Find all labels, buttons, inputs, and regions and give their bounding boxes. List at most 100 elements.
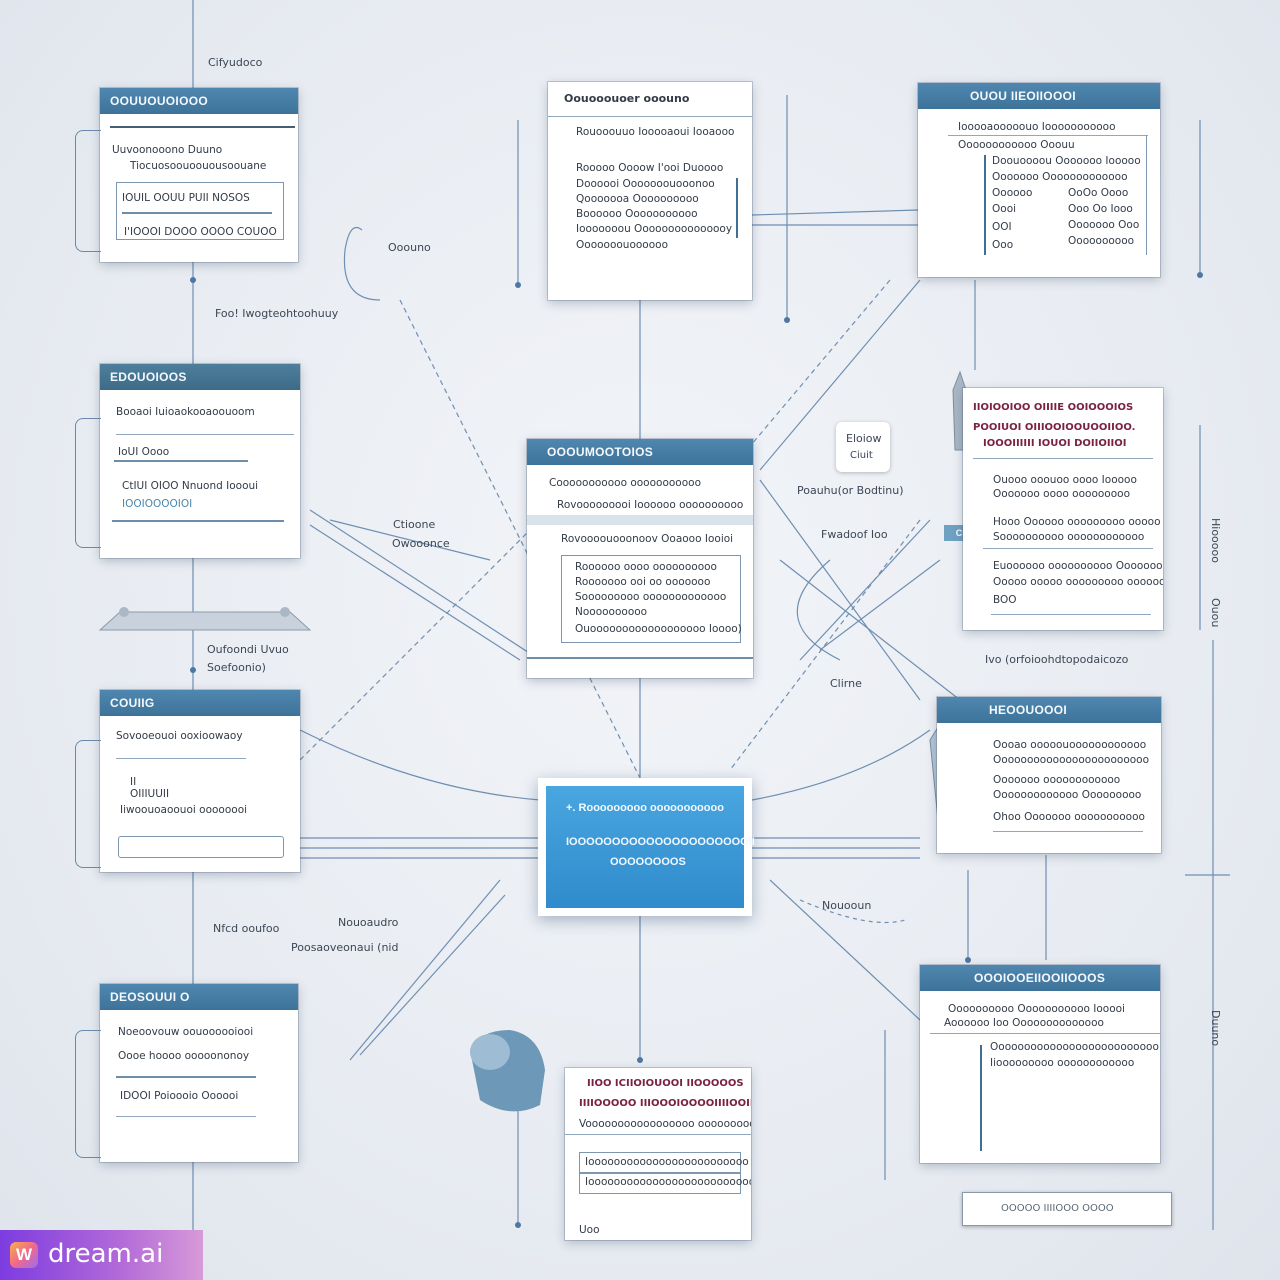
bottom-bar[interactable]: OOOOO IIIIOOO OOOO (962, 1192, 1172, 1226)
card-left-2-title: EDOUOIOOS (100, 364, 300, 390)
card-top-right-line-6: OoOo Oooo (1068, 187, 1129, 199)
card-top-right-title: OUOU IIEOIIOOOI (918, 83, 1160, 109)
card-bottom-center-line-2: Iooooooooooooooooooooooooo (585, 1156, 749, 1168)
card-top-right-line-1: Iooooaooooouo Iooooooooooo (958, 121, 1116, 133)
mini-chip: Eloiow Ciuit (836, 422, 890, 472)
card-left-4-title: DEOSOUUI O (100, 984, 298, 1010)
label-top-left: Cifyudoco (208, 56, 263, 69)
label-bottom-left-3: Poosaoveonaui (nid (291, 941, 399, 954)
card-top-center-line-1: Rouooouuo Iooooaoui Iooaooo (576, 126, 735, 138)
card-top-right-line-4: Ooooooo Ooooooooooooo (992, 171, 1128, 183)
card-right-mid[interactable]: IIOIOOIOO OIIIIE OOIOOOIOS POOIUOI OIIIO… (963, 388, 1163, 630)
card-left-1-inner-box (116, 182, 284, 240)
card-left-1-line-2: Tiocuosoouoouousoouane (130, 160, 267, 172)
card-top-right[interactable]: OUOU IIEOIIOOOI Iooooaooooouo Iooooooooo… (918, 83, 1160, 277)
diag-solid-6 (799, 519, 931, 661)
card-left-3-line-4: Iiwoouoaoouoi oooooooi (120, 804, 248, 816)
card-left-2-line-1: Booaoi Iuioaokooaoouoom (116, 406, 255, 418)
card-left-3[interactable]: COUIIG Sovooeouoi ooxioowaoy II OIIIUUII… (100, 690, 300, 872)
card-top-right-line-2: Oooooooooooo Ooouu (958, 139, 1075, 151)
label-right-edge-3: Duuno (1209, 1010, 1222, 1047)
stand-graphic (98, 607, 312, 631)
card-bottom-right-line-2: Aoooooo Ioo Oooooooooooooo (944, 1017, 1104, 1029)
card-center[interactable]: OOOUMOOTOIOS Cooooooooooo ooooooooooo Ro… (527, 439, 753, 678)
card-top-right-line-7: Oooi (992, 203, 1017, 215)
card-bottom-center-title-2: IIIIOOOOO IIIOOOIOOOOIIIIOOII (579, 1098, 751, 1109)
diag-dashed-1 (399, 299, 641, 779)
card-top-right-line-12: Oooooooooo (1068, 235, 1135, 247)
card-top-right-line-3: Doouoooou Ooooooo Iooooo (992, 155, 1141, 167)
card-left-2-line-4: IOOIOOOOIOI (122, 498, 193, 510)
hub-line-1: +. Rooooooooo ooooooooooo (566, 802, 724, 814)
label-bottom-left-2: Nouoaudro (338, 916, 399, 929)
card-left-3-line-1: Sovooeouoi ooxioowaoy (116, 730, 243, 742)
card-top-center-title: Oouooouoer ooouno (564, 92, 690, 105)
card-top-center-line-6: Iooooooou Ooooooooooooooy (576, 223, 733, 235)
label-bottom-left-1: Nfcd ooufoo (213, 922, 280, 935)
card-right-lower-line-1: Oooao ooooouoooooooooooo (993, 739, 1147, 751)
card-top-center[interactable]: Oouooouoer ooouno Rouooouuo Iooooaoui Io… (548, 82, 752, 300)
card-center-line-2: Rovooooooooi Ioooooo oooooooooo (557, 499, 744, 511)
card-left-3-input[interactable] (118, 836, 284, 858)
chip-line-1: Eloiow (846, 432, 882, 445)
card-center-line-1: Cooooooooooo ooooooooooo (549, 477, 701, 489)
card-top-center-line-2: Rooooo Oooow I'ooi Duoooo (576, 162, 724, 174)
card-bottom-center-line-3: Iooooooooooooooooooooooooooo (585, 1176, 751, 1188)
hub-card[interactable]: +. Rooooooooo ooooooooooo IOOOOOOOOOOOOO… (538, 778, 755, 916)
card-left-3-line-2: II (130, 776, 137, 788)
card-bottom-center-line-1: Vooooooooooooooooo oooooooooo (579, 1118, 751, 1130)
card-top-right-line-9: OOI (992, 221, 1012, 233)
card-center-title: OOOUMOOTOIOS (527, 439, 753, 465)
card-left-1-line-4: I'IOOOI DOOO OOOO COUOO (124, 226, 277, 238)
card-top-right-line-8: Ooo Oo Iooo (1068, 203, 1133, 215)
bracket-left-4 (75, 1030, 101, 1158)
card-left-3-title: COUIIG (100, 690, 300, 716)
card-right-lower[interactable]: HEOOUOOOI Oooao ooooouoooooooooooo Ooooo… (937, 697, 1161, 853)
card-bottom-right-line-4: Iiooooooooo oooooooooooo (990, 1057, 1135, 1069)
card-left-3-line-3: OIIIUUII (130, 788, 170, 800)
card-left-1-title: OOUUOUOIOOO (100, 88, 298, 114)
diag-dashed-2 (299, 519, 541, 761)
card-left-2[interactable]: EDOUOIOOS Booaoi Iuioaokooaoouoom IoUI O… (100, 364, 300, 558)
curve-right-center (796, 559, 841, 661)
diag-solid-2 (309, 524, 521, 661)
curve-left-1 (299, 729, 541, 801)
card-top-center-line-5: Boooooo Ooooooooooo (576, 208, 698, 220)
link-top-h1 (751, 209, 919, 216)
bracket-left-2 (75, 418, 101, 548)
card-center-line-5: Rooooooo ooi oo ooooooo (575, 576, 711, 588)
label-center-left-2: Owooonce (392, 537, 450, 550)
cylinder-graphic (470, 1030, 545, 1112)
card-bottom-center-field-2[interactable] (579, 1172, 741, 1194)
label-right-center-1: Poauhu(or Bodtinu) (797, 484, 904, 497)
card-left-1[interactable]: OOUUOUOIOOO Uuvoonooono Duuno Tiocuosoou… (100, 88, 298, 262)
diag-solid-11 (769, 879, 921, 1021)
card-bottom-right[interactable]: OOOIOOEIIOOIIOOOS Oooooooooo Ooooooooooo… (920, 965, 1160, 1163)
card-center-line-8: Ouoooooooooooooooooo Ioooo) (575, 623, 742, 635)
hub-panel: +. Rooooooooo ooooooooooo IOOOOOOOOOOOOO… (546, 786, 755, 908)
label-left-lower-2: Soefoonio) (207, 661, 266, 674)
card-left-4-line-3: IDOOI Poioooio Oooooi (120, 1090, 239, 1102)
card-bottom-center-field-1[interactable] (579, 1152, 741, 1174)
label-center-left-1: Ctioone (393, 518, 436, 531)
card-bottom-center-line-4: Uoo (579, 1224, 600, 1236)
card-top-right-line-5: Oooooo (992, 187, 1033, 199)
diag-solid-3 (329, 519, 491, 561)
card-top-right-line-11: Ooo (992, 239, 1014, 251)
label-left-mid-2: Foo! Iwogteohtoohuuy (215, 307, 339, 320)
label-right-center-2: Fwadoof Ioo (821, 528, 888, 541)
watermark-banner: W dream.ai (0, 1230, 203, 1280)
label-right-center-4: Clirne (830, 677, 862, 690)
card-left-1-line-1: Uuvoonooono Duuno (112, 144, 223, 156)
card-right-lower-line-2: Oooooooooooooooooooooooo (993, 754, 1150, 766)
card-bottom-right-title: OOOIOOEIIOOIIOOOS (920, 965, 1160, 991)
watermark-text: dream.ai (48, 1239, 164, 1269)
card-left-4[interactable]: DEOSOUUI O Noeoovouw oouoooooiooi Oooe h… (100, 984, 298, 1162)
diag-solid-1 (309, 509, 541, 661)
card-bottom-center[interactable]: IIOO ICIIOIOUOOI IIOOOOOS IIIIOOOOO IIIO… (565, 1068, 751, 1240)
label-right-edge-1: Hiooooo (1209, 518, 1222, 563)
diag-solid-4 (759, 479, 921, 701)
card-right-mid-title-3: IOOOIIIIII IOUOI DOIIOIIOI (983, 438, 1127, 449)
diag-solid-5 (779, 559, 961, 701)
card-center-inner-box (561, 555, 741, 643)
